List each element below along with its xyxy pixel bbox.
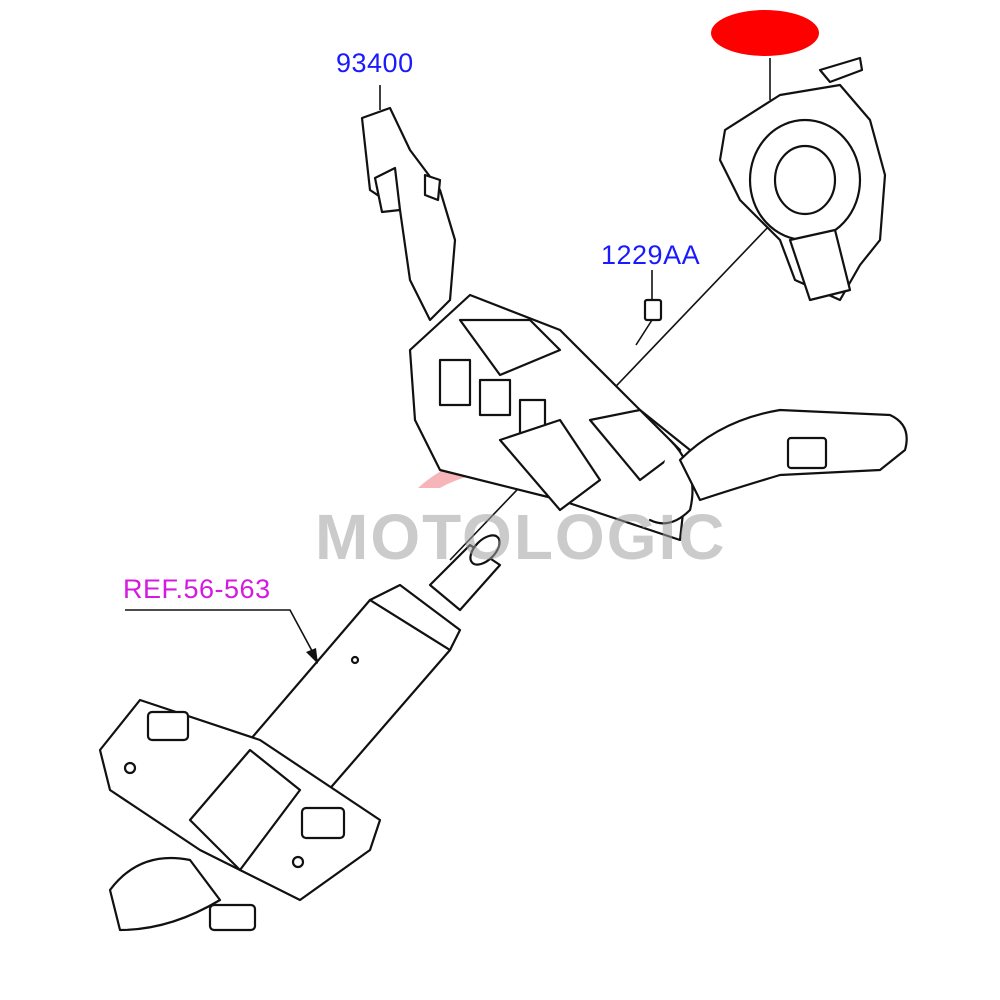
callout-ref-56-563[interactable]: REF.56-563 — [123, 574, 271, 604]
combination-switch-body — [408, 293, 694, 542]
watermark: MOTOLOGIC — [315, 501, 727, 573]
leader-ref — [125, 609, 319, 663]
callout-1229AA[interactable]: 1229AA — [601, 240, 701, 270]
wiper-lever — [360, 106, 457, 322]
callout-93400[interactable]: 93400 — [336, 48, 414, 78]
clock-spring — [718, 56, 887, 302]
light-lever — [678, 408, 908, 502]
steering-column-tube — [248, 534, 502, 802]
leader-arrowhead — [306, 648, 318, 664]
mounting-bracket — [98, 698, 382, 932]
bolt — [635, 298, 663, 346]
red-marker — [711, 10, 819, 56]
